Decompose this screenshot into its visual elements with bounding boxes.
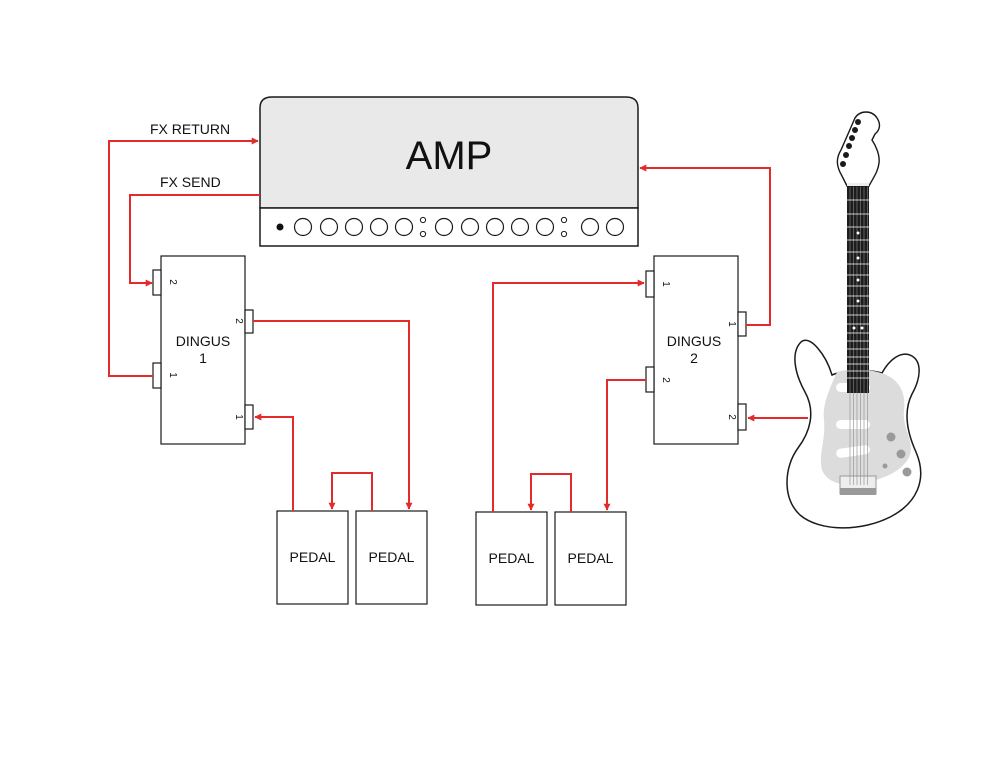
pedal-link-cable [328,472,373,511]
dingus-1: 2 1 2 1 DINGUS 1 [152,255,254,445]
pedal-box[interactable] [276,510,349,605]
dingus-2-jack-right-bottom[interactable] [737,403,747,431]
guitar-nut [847,183,869,186]
guitar-switch-icon [882,463,888,469]
dingus-1-port-label: 2 [167,279,178,285]
guitar-frets [847,199,869,379]
dingus-1-box [160,255,246,445]
amp-knob[interactable] [394,217,414,237]
dingus-2-port-label: 1 [660,281,671,287]
amp-knob[interactable] [319,217,339,237]
guitar-headstock [836,111,881,187]
amp-knob[interactable] [485,217,505,237]
dingus-2-port-label: 1 [726,321,737,327]
amp-knob[interactable] [293,217,313,237]
power-led-icon [276,223,284,231]
dingus2-to-amp-cable [639,164,771,326]
pedal-box[interactable] [475,511,548,606]
dingus-2-box [653,255,739,445]
amp-switch[interactable] [419,216,427,224]
pedal: PEDAL [276,510,349,605]
pedal-link-cable [527,473,572,512]
pedal-label: PEDAL [369,549,415,565]
pedal-to-dingus1-cable [254,413,294,511]
pedal-label: PEDAL [290,549,336,565]
guitar-pickup [836,420,870,429]
dingus-1-port-label: 1 [233,414,244,420]
amp-switch[interactable] [419,230,427,238]
amp-head-body [259,96,639,209]
pedal-label: PEDAL [568,550,614,566]
amp-knob[interactable] [605,217,625,237]
amp-knob[interactable] [580,217,600,237]
amp-knob[interactable] [460,217,480,237]
amp-label: AMP [406,134,493,178]
pedal: PEDAL [475,511,548,606]
dingus-1-port-label: 1 [167,372,178,378]
dingus-1-jack-left-bottom[interactable] [152,362,162,389]
dingus-1-jack-right-top[interactable] [244,309,254,334]
electric-guitar-icon [786,111,922,529]
pedal: PEDAL [554,511,627,606]
guitar-fret-markers [852,231,864,330]
guitar-tuning-pegs [840,119,861,167]
fx-send-label: FX SEND [160,174,221,190]
amp-knobs [293,217,625,237]
amp: AMP [259,96,639,247]
dingus-2-number: 2 [690,350,698,366]
guitar-knob-icon [902,467,912,477]
amp-switch[interactable] [560,216,568,224]
dingus-2-jack-left-bottom[interactable] [645,366,655,393]
dingus2-to-pedal-cable [603,379,646,511]
amp-knob[interactable] [510,217,530,237]
dingus-1-jack-right-bottom[interactable] [244,404,254,430]
fx-return-label: FX RETURN [150,121,230,137]
amp-knob[interactable] [369,217,389,237]
amp-knob[interactable] [344,217,364,237]
amp-knob[interactable] [535,217,555,237]
guitar-strings [849,150,868,485]
guitar-pickup [836,445,870,458]
dingus-1-title: DINGUS [176,333,230,349]
pedal-box[interactable] [554,511,627,606]
dingus-2-port-label: 2 [726,414,737,420]
dingus-1-number: 1 [199,350,207,366]
pedal-box[interactable] [355,510,428,605]
dingus-2: 1 2 1 2 DINGUS 2 [645,255,747,445]
pedal: PEDAL [355,510,428,605]
fx-return-cable [108,137,259,377]
fx-send-cable [129,194,260,287]
pedal-to-dingus2-cable [492,279,645,512]
dingus-2-port-label: 2 [660,377,671,383]
signal-cables [108,137,808,512]
guitar-knob-icon [886,432,896,442]
amp-knob[interactable] [434,217,454,237]
guitar-bridge-plate [840,488,876,495]
dingus-2-jack-left-top[interactable] [645,270,655,298]
amp-switches [419,216,568,238]
dingus-1-port-label: 2 [233,318,244,324]
amp-switch[interactable] [560,230,568,238]
dingus-1-jack-left-top[interactable] [152,269,162,296]
dingus1-to-pedal-cable [253,320,413,510]
dingus-2-title: DINGUS [667,333,721,349]
guitar-knob-icon [896,449,906,459]
dingus-2-jack-right-top[interactable] [737,311,747,337]
pedal-label: PEDAL [489,550,535,566]
